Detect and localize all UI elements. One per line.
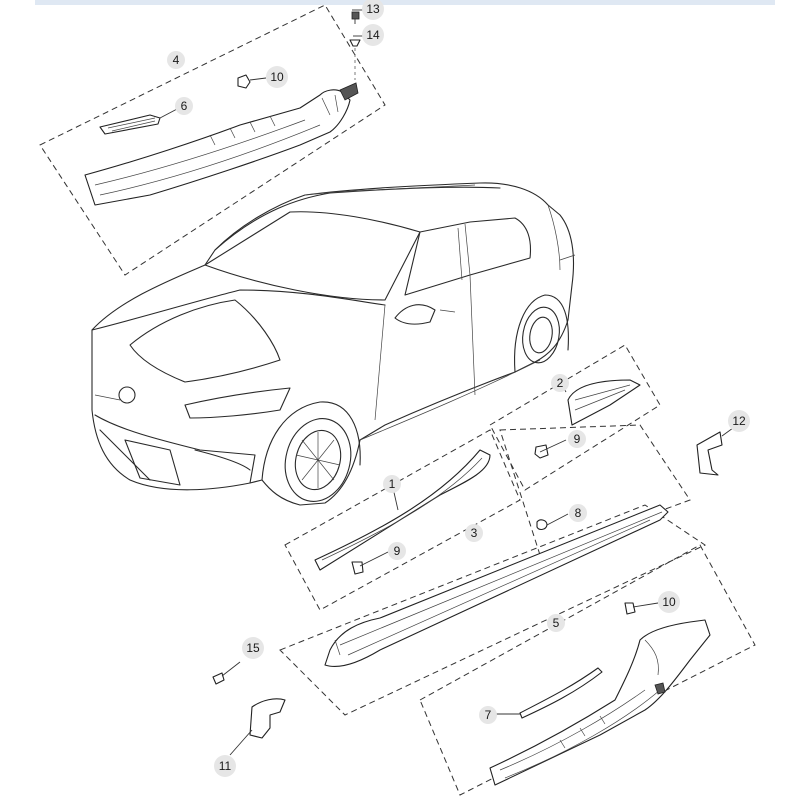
callout-11-label: 11 xyxy=(219,759,232,773)
callout-10-upper[interactable]: 10 xyxy=(266,66,288,88)
part-12-rear-mud-flap xyxy=(696,431,723,476)
group-box-4 xyxy=(39,4,386,276)
callout-9-upper-label: 9 xyxy=(574,432,581,446)
part-4-inner-sill xyxy=(84,82,359,206)
part-5-sill-bracket xyxy=(489,619,711,786)
callout-1-label: 1 xyxy=(389,477,396,491)
callout-4-label: 4 xyxy=(173,53,180,67)
part-10-clip-top xyxy=(237,74,251,89)
vehicle-outline xyxy=(91,182,576,506)
callout-15-label: 15 xyxy=(246,641,260,655)
part-10-clip-lower xyxy=(624,602,636,615)
callout-10-lower-label: 10 xyxy=(662,595,676,609)
callout-8[interactable]: 8 xyxy=(569,504,587,522)
part-7-strip xyxy=(519,667,603,719)
part-11-front-mud-flap xyxy=(249,698,286,739)
group-box-2 xyxy=(489,344,661,491)
part-6-trim-strip xyxy=(99,114,161,135)
callout-3-label: 3 xyxy=(471,526,478,540)
part-2-sill-end-cap xyxy=(567,379,641,426)
callout-3[interactable]: 3 xyxy=(465,524,483,542)
callout-15[interactable]: 15 xyxy=(242,637,264,659)
callout-10-upper-label: 10 xyxy=(270,70,284,84)
callout-11[interactable]: 11 xyxy=(214,755,236,777)
callout-2[interactable]: 2 xyxy=(551,374,569,392)
callout-4[interactable]: 4 xyxy=(167,51,185,69)
callout-9-upper[interactable]: 9 xyxy=(568,430,586,448)
callout-6[interactable]: 6 xyxy=(175,97,193,115)
callout-6-label: 6 xyxy=(181,99,188,113)
callout-7[interactable]: 7 xyxy=(479,706,497,724)
group-box-9-8 xyxy=(499,424,691,556)
part-8-clip xyxy=(536,519,548,530)
callout-13-label: 13 xyxy=(366,2,380,16)
part-1-door-moulding xyxy=(314,449,491,571)
part-9-clip-b xyxy=(351,561,364,575)
part-13-screw xyxy=(351,11,360,24)
callout-1[interactable]: 1 xyxy=(383,475,401,493)
callout-9-lower-label: 9 xyxy=(394,544,401,558)
callout-5[interactable]: 5 xyxy=(547,614,565,632)
part-3-side-skirt xyxy=(324,504,669,668)
callout-2-label: 2 xyxy=(557,376,564,390)
top-band xyxy=(35,0,775,5)
group-box-5 xyxy=(419,544,756,796)
callout-5-label: 5 xyxy=(553,616,560,630)
callout-8-label: 8 xyxy=(575,506,582,520)
callout-9-lower[interactable]: 9 xyxy=(388,542,406,560)
callout-12-label: 12 xyxy=(732,414,746,428)
group-box-1 xyxy=(284,429,521,611)
callout-13[interactable]: 13 xyxy=(362,0,384,20)
part-14-nut xyxy=(349,39,361,47)
callout-14[interactable]: 14 xyxy=(362,24,384,46)
callout-14-label: 14 xyxy=(366,28,380,42)
part-15-screw xyxy=(212,661,241,685)
callout-10-lower[interactable]: 10 xyxy=(658,591,680,613)
group-box-3 xyxy=(279,504,707,716)
callout-7-label: 7 xyxy=(485,708,492,722)
callout-12[interactable]: 12 xyxy=(728,410,750,432)
